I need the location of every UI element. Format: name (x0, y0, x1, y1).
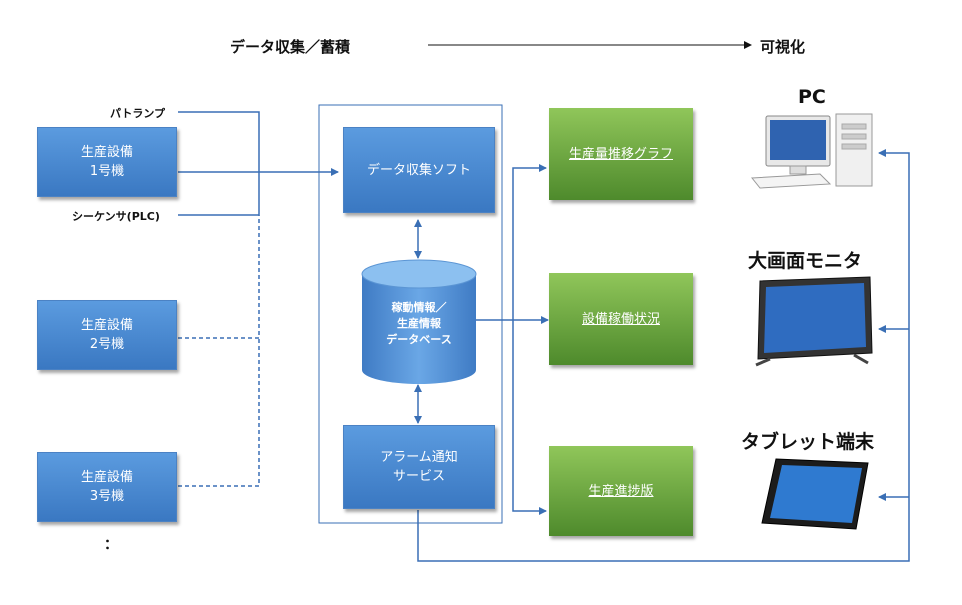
tablet-label: タブレット端末 (741, 431, 875, 453)
alarm-service-line1: アラーム通知 (380, 450, 458, 465)
alarm-service-line2: サービス (392, 469, 445, 484)
pc-label: PC (798, 86, 826, 108)
database-label-line1: 稼動情報／ (391, 301, 447, 314)
equipment-2-box: 生産設備 2号機 (37, 300, 177, 370)
equipment-status-link[interactable]: 設備稼働状況 (581, 311, 660, 327)
database-cylinder (361, 259, 477, 384)
data-collector-box: データ収集ソフト (343, 127, 495, 213)
equipment-1-name: 生産設備 (80, 145, 133, 160)
production-trend-graph-link[interactable]: 生産量推移グラフ (568, 146, 673, 162)
database-label-line2: 生産情報 (397, 317, 441, 330)
equipment-3-name: 生産設備 (80, 470, 133, 485)
pc-icon (751, 113, 873, 189)
alarm-service-box: アラーム通知サービス (343, 425, 495, 509)
equipment-3-number: 3号機 (89, 489, 125, 504)
patlamp-label: パトランプ (110, 107, 165, 120)
tablet-icon (761, 458, 869, 530)
server-frame (318, 104, 503, 524)
header-collect-store: データ収集／蓄積 (230, 38, 351, 56)
production-trend-graph-box[interactable]: 生産量推移グラフ (549, 108, 693, 200)
plc-label: シーケンサ(PLC) (72, 210, 160, 223)
production-progress-board-box[interactable]: 生産進捗版 (549, 446, 693, 536)
more-equipment-ellipsis: ： (104, 537, 118, 553)
database-label: 稼動情報／ 生産情報 データベース (362, 300, 476, 348)
data-collector-label: データ収集ソフト (366, 162, 471, 178)
production-progress-board-link[interactable]: 生産進捗版 (588, 483, 654, 499)
equipment-3-box: 生産設備 3号機 (37, 452, 177, 522)
equipment-1-box: 生産設備 1号機 (37, 127, 177, 197)
equipment-1-number: 1号機 (89, 164, 125, 179)
header-visualize: 可視化 (760, 38, 806, 56)
equipment-status-box[interactable]: 設備稼働状況 (549, 273, 693, 365)
large-monitor-icon (755, 276, 873, 367)
equipment-2-name: 生産設備 (80, 318, 133, 333)
database-label-line3: データベース (386, 333, 452, 346)
equipment-2-number: 2号機 (89, 337, 125, 352)
large-monitor-label: 大画面モニタ (748, 250, 863, 272)
